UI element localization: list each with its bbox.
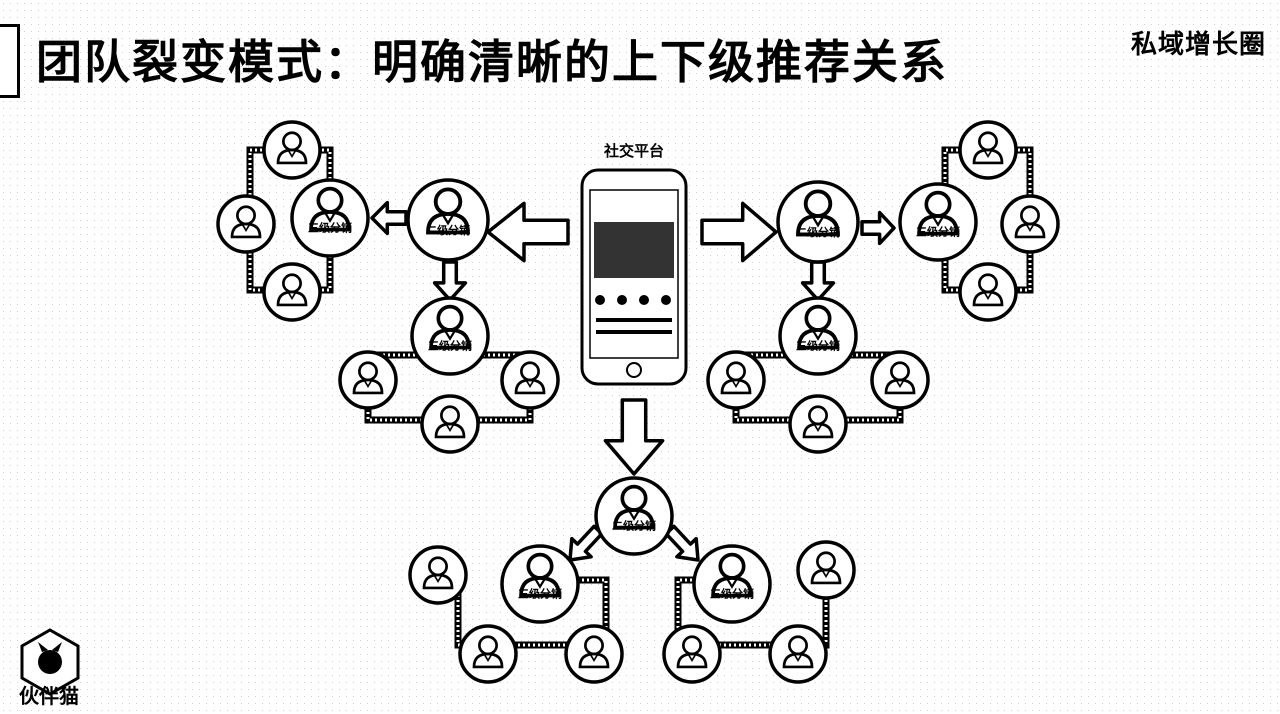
- member-node: [216, 194, 276, 254]
- member-node: [338, 350, 398, 410]
- arrow-to-bottom-node: [603, 398, 665, 476]
- member-node: [796, 540, 856, 600]
- member-node: [458, 624, 518, 684]
- member-node: [500, 350, 560, 410]
- level3-node-left-cluster: 三级分销: [290, 178, 370, 258]
- member-node: [662, 624, 722, 684]
- level3-node-right-cluster: 三级分销: [898, 182, 978, 262]
- member-node: [408, 545, 468, 605]
- member-node: [768, 624, 828, 684]
- node-label: 三级分销: [428, 338, 472, 352]
- arrow-to-left-node: [486, 201, 570, 263]
- level3-node-bottom-right: 三级分销: [692, 544, 772, 624]
- title-accent-bar: [0, 24, 20, 98]
- level2-node-bottom: 二级分销: [594, 476, 674, 556]
- level2-node-left: 二级分销: [406, 178, 490, 262]
- member-node: [262, 120, 322, 180]
- node-label: 二级分销: [612, 518, 656, 532]
- member-node: [870, 350, 930, 410]
- level2-node-right: 二级分销: [776, 180, 860, 264]
- node-label: 三级分销: [308, 220, 352, 234]
- node-label: 三级分销: [916, 224, 960, 238]
- member-node: [262, 262, 322, 322]
- phone-icon: [580, 168, 688, 386]
- level3-node-bottom-left: 三级分销: [500, 544, 580, 624]
- member-node: [706, 350, 766, 410]
- level3-node-right-lower: 三级分销: [778, 296, 858, 376]
- level3-node-left-lower: 三级分销: [410, 296, 490, 376]
- arrow-bottom-right: [664, 524, 700, 562]
- arrow-bottom-left: [568, 524, 604, 562]
- arrow-right-down: [800, 260, 836, 302]
- node-label: 二级分销: [796, 225, 840, 239]
- node-label: 二级分销: [426, 223, 470, 237]
- arrow-right-to-cluster: [860, 210, 896, 246]
- platform-label: 社交平台: [603, 142, 664, 160]
- page-title: 团队裂变模式：明确清晰的上下级推荐关系: [36, 35, 948, 89]
- node-label: 三级分销: [518, 586, 562, 600]
- member-node: [958, 262, 1018, 322]
- footer-logo-text: 伙伴猫: [19, 684, 79, 708]
- node-label: 三级分销: [710, 586, 754, 600]
- brand-logo: 私域增长圈: [1130, 30, 1266, 60]
- member-node: [1000, 194, 1060, 254]
- arrow-left-down: [432, 260, 468, 302]
- member-node: [420, 394, 480, 454]
- member-node: [564, 624, 624, 684]
- arrow-left-to-cluster: [370, 200, 408, 236]
- arrow-to-right-node: [700, 201, 778, 263]
- member-node: [788, 394, 848, 454]
- partner-cat-logo-icon: [20, 628, 80, 696]
- member-node: [958, 120, 1018, 180]
- node-label: 三级分销: [796, 338, 840, 352]
